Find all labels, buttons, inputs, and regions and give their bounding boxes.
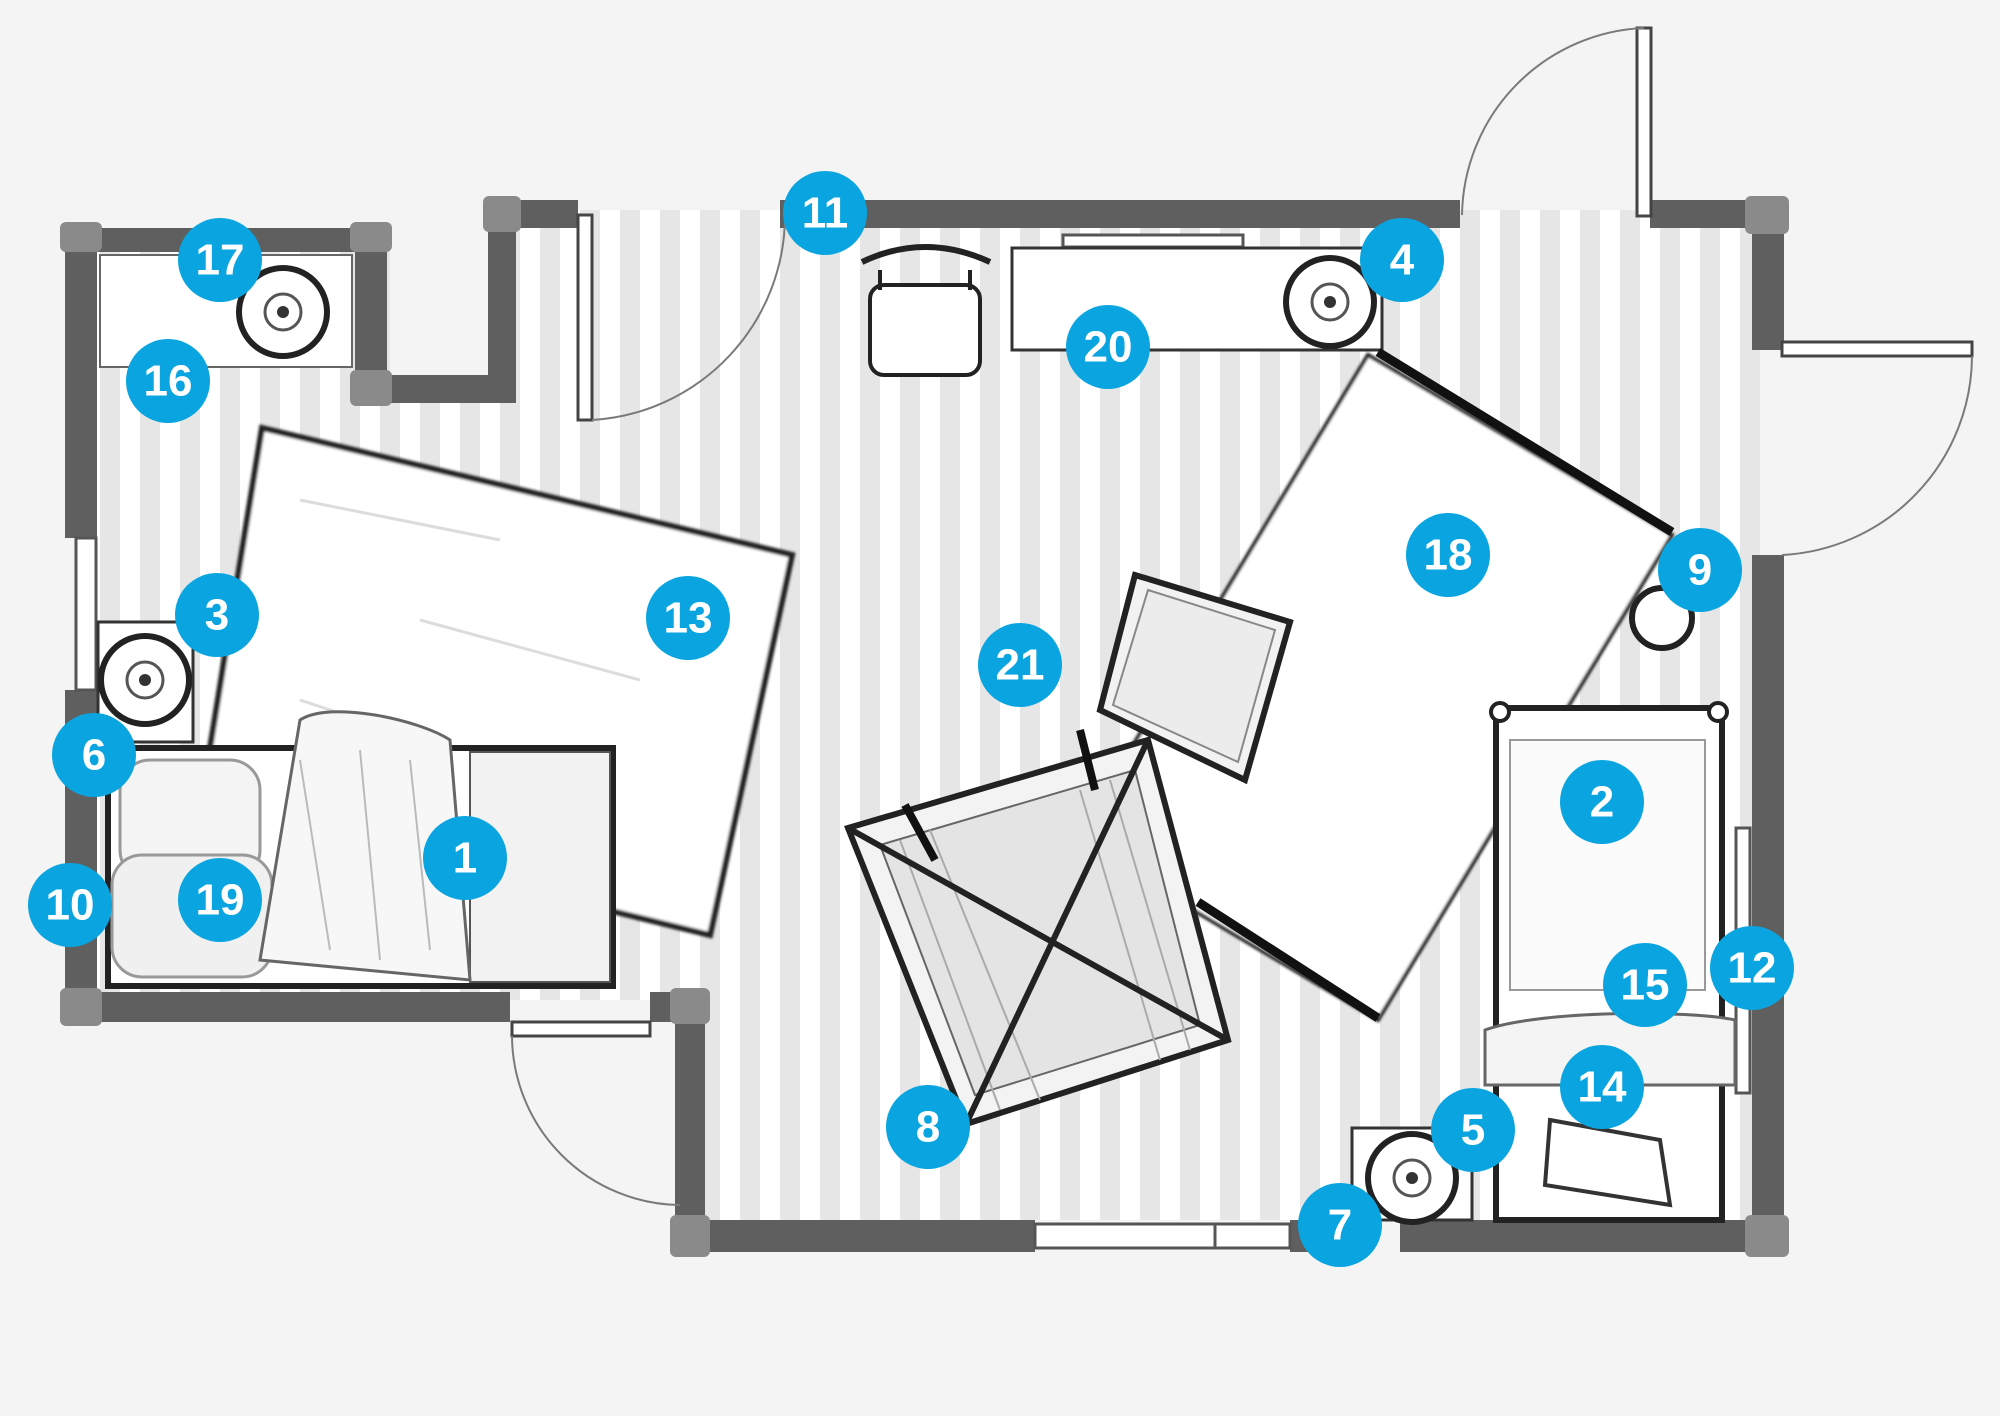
playpen [843,729,1232,1128]
marker-4[interactable]: 4 [1360,218,1444,302]
marker-label: 2 [1590,778,1614,827]
marker-1[interactable]: 1 [423,816,507,900]
wall-corner-posts [60,196,1789,1257]
marker-21[interactable]: 21 [978,623,1062,707]
marker-label: 16 [144,357,193,406]
markers: 1 2 3 4 5 6 7 8 9 10 11 12 13 14 15 16 1… [28,171,1794,1267]
marker-7[interactable]: 7 [1298,1183,1382,1267]
marker-2[interactable]: 2 [1560,760,1644,844]
marker-label: 1 [453,834,477,883]
marker-13[interactable]: 13 [646,576,730,660]
marker-label: 20 [1084,323,1133,372]
marker-12[interactable]: 12 [1710,926,1794,1010]
pouf [1096,571,1294,785]
marker-17[interactable]: 17 [178,218,262,302]
marker-label: 13 [664,594,713,643]
rug-main-room [1073,348,1675,1023]
marker-18[interactable]: 18 [1406,513,1490,597]
marker-label: 7 [1328,1201,1352,1250]
marker-label: 3 [205,591,229,640]
marker-label: 5 [1461,1106,1485,1155]
marker-label: 12 [1728,944,1777,993]
marker-3[interactable]: 3 [175,573,259,657]
marker-label: 17 [196,236,245,285]
marker-15[interactable]: 15 [1603,943,1687,1027]
marker-label: 10 [46,881,95,930]
marker-label: 11 [802,189,849,238]
bed-left [105,710,616,989]
marker-19[interactable]: 19 [178,858,262,942]
marker-5[interactable]: 5 [1431,1088,1515,1172]
marker-6[interactable]: 6 [52,713,136,797]
marker-label: 14 [1578,1063,1627,1112]
desk [1010,246,1384,352]
marker-label: 15 [1621,961,1670,1010]
marker-label: 21 [996,641,1045,690]
marker-20[interactable]: 20 [1066,305,1150,389]
marker-16[interactable]: 16 [126,339,210,423]
marker-label: 9 [1688,546,1712,595]
marker-label: 4 [1390,236,1415,285]
marker-label: 18 [1424,531,1473,580]
marker-11[interactable]: 11 [783,171,867,255]
marker-label: 6 [82,731,106,780]
marker-10[interactable]: 10 [28,863,112,947]
marker-label: 8 [916,1103,940,1152]
nightstand-left [96,620,195,744]
chair-top [860,244,992,377]
doors [510,26,1974,1206]
marker-14[interactable]: 14 [1560,1045,1644,1129]
marker-9[interactable]: 9 [1658,528,1742,612]
marker-label: 19 [196,876,245,925]
marker-8[interactable]: 8 [886,1085,970,1169]
